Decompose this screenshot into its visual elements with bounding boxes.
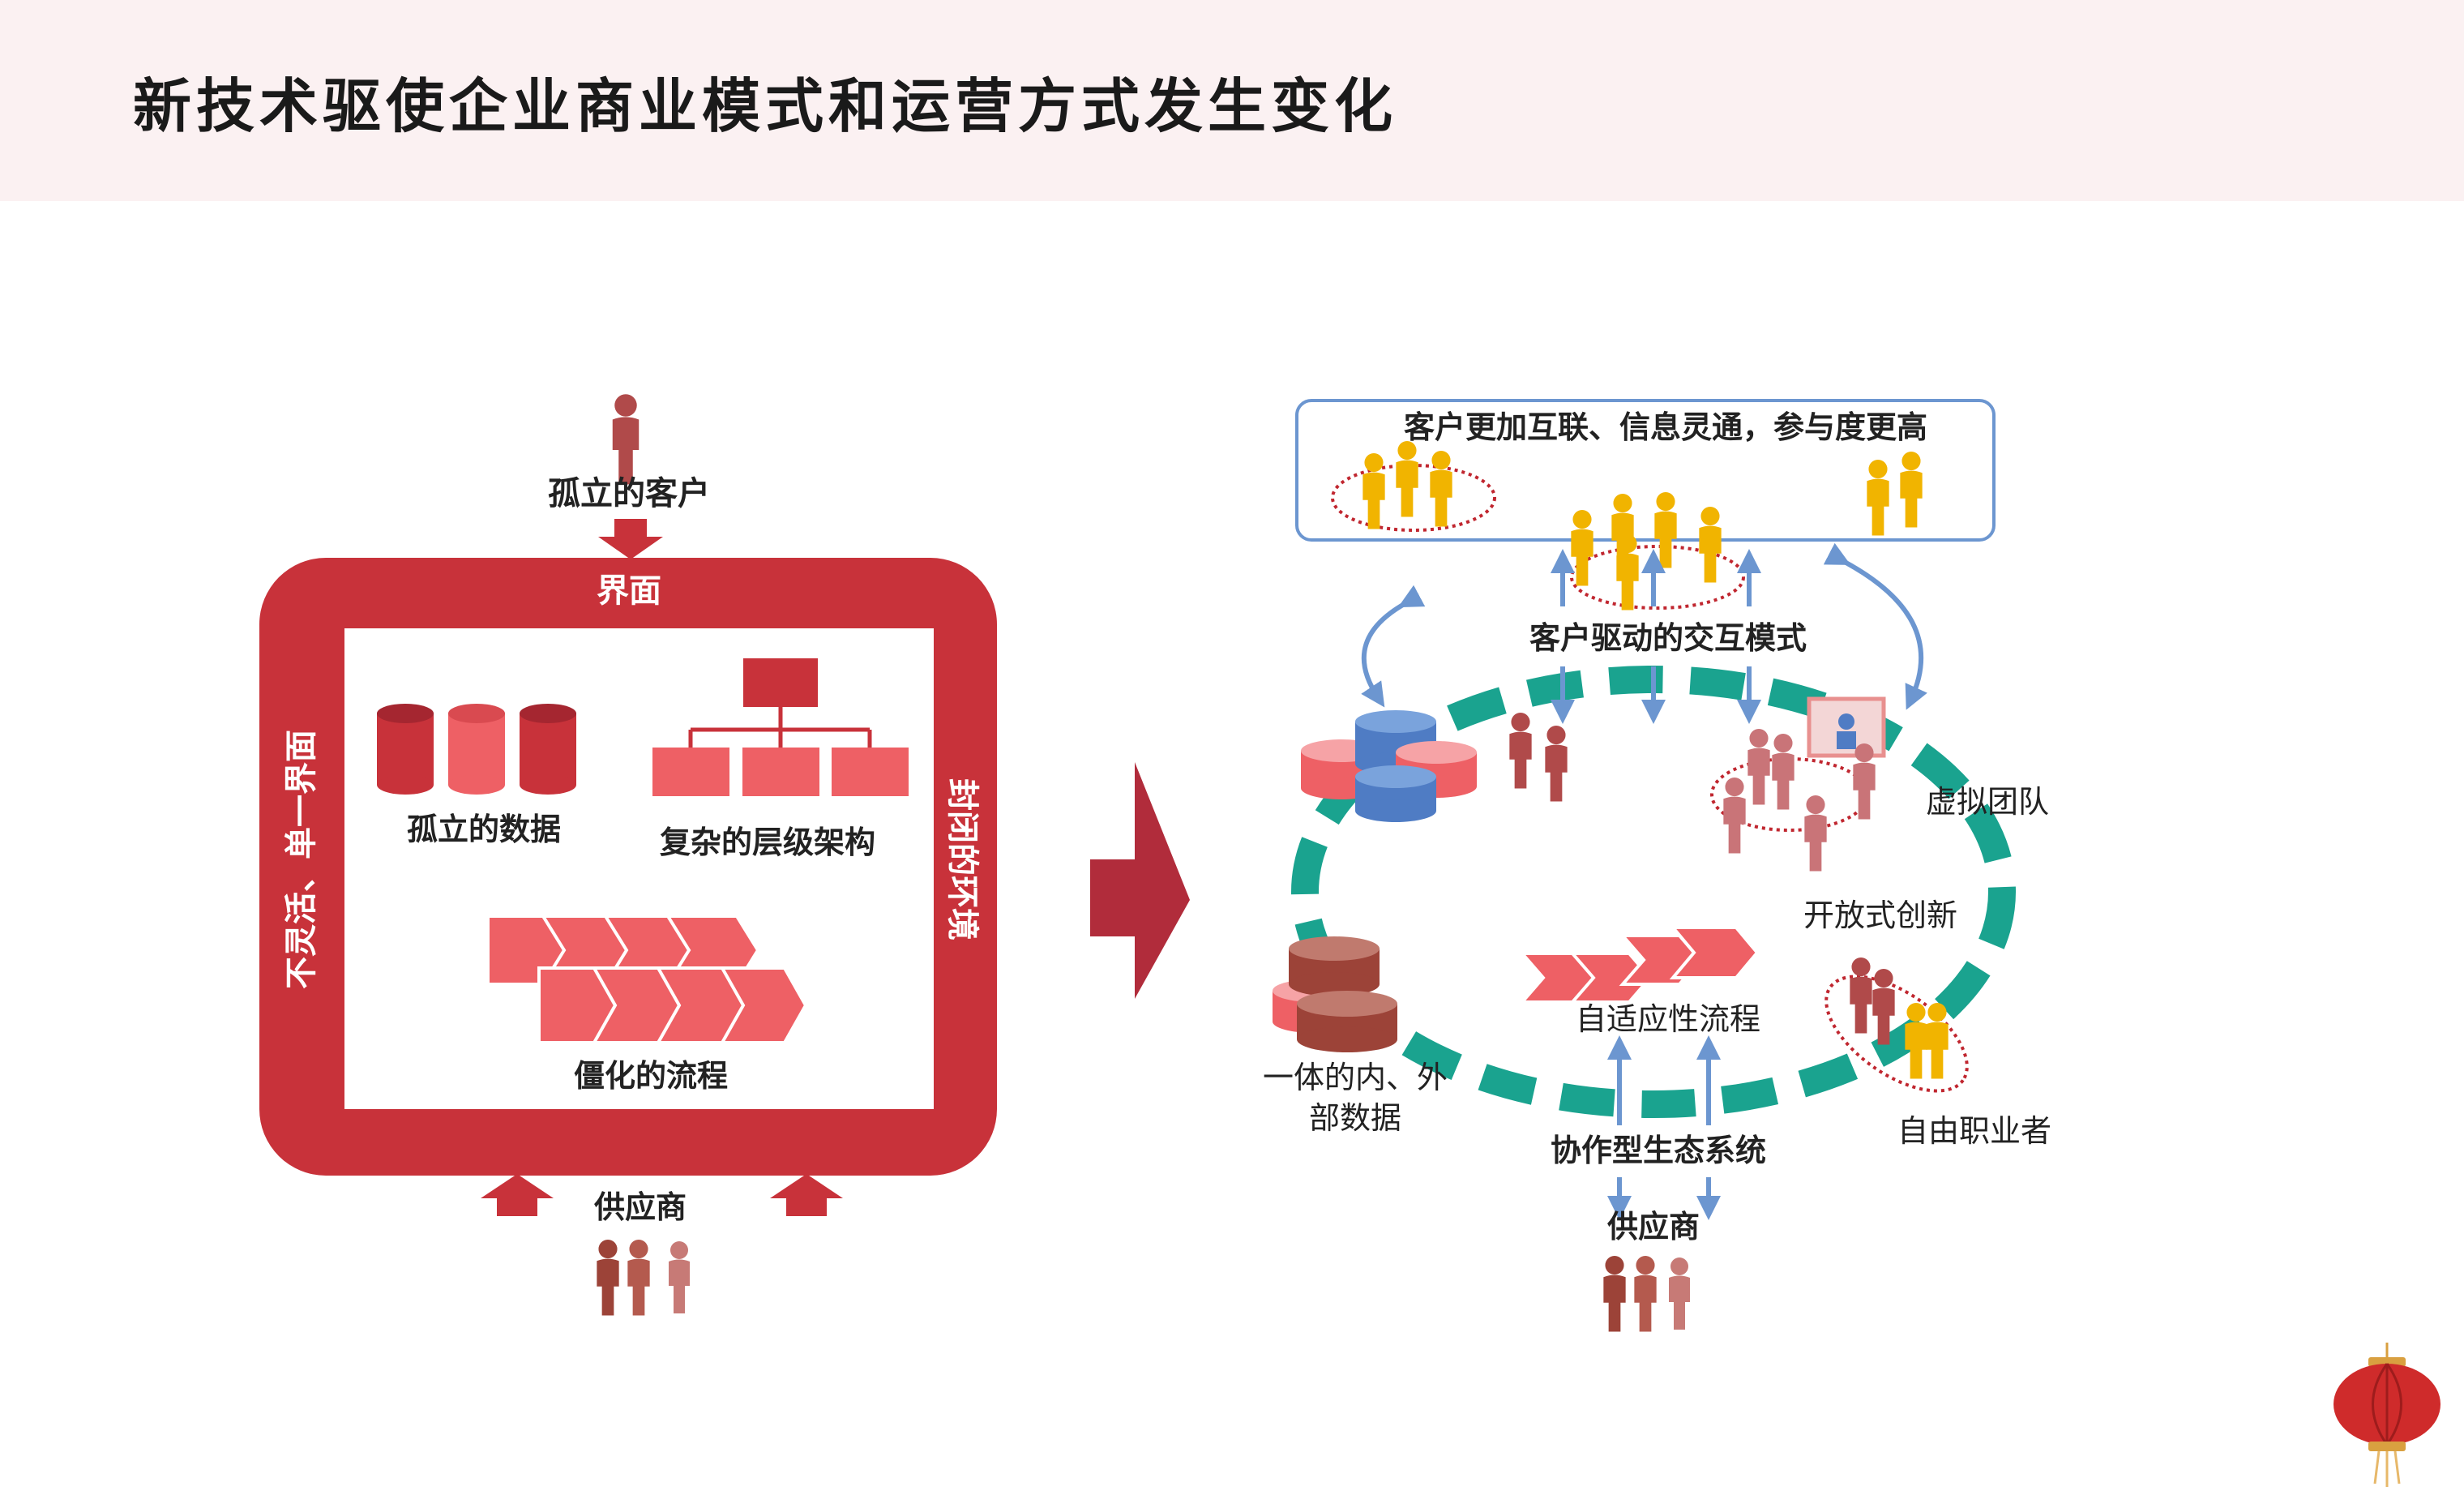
connected-customers-box xyxy=(1295,399,1996,542)
up-arrow-left xyxy=(481,1174,554,1216)
integrated-data-label-line1: 一体的内、外 xyxy=(1263,1060,1448,1095)
up-arrow-right xyxy=(770,1174,843,1216)
rigid-process-label: 僵化的流程 xyxy=(574,1058,728,1094)
open-innovation-label: 开放式创新 xyxy=(1803,898,1957,933)
isolated-customer-label: 孤立的客户 xyxy=(548,475,710,512)
integrated-data-top-icon xyxy=(1301,710,1477,822)
inflexible-interface-label: 不灵活、单一界面 xyxy=(283,730,320,989)
isolated-customer-icon xyxy=(612,394,640,485)
supplier-people-right-icon xyxy=(1603,1256,1690,1332)
interface-frame xyxy=(259,558,997,1176)
closed-environment-label: 封闭的环境 xyxy=(943,778,981,940)
left-old-model: 孤立的客户 界面 不灵活、单一界面 封闭的环境 孤立的数据 复杂的层级架构 xyxy=(259,394,997,1316)
down-arrow xyxy=(598,519,663,559)
screen-icon xyxy=(1807,696,1886,758)
lantern-icon xyxy=(2334,1343,2440,1487)
hierarchy-icon xyxy=(652,658,909,796)
isolated-data-icon xyxy=(377,704,576,795)
supplier-label-left: 供应商 xyxy=(594,1189,687,1225)
isolated-data-label: 孤立的数据 xyxy=(407,812,561,847)
hierarchy-label: 复杂的层级架构 xyxy=(660,825,875,860)
interaction-arrows xyxy=(1361,542,1927,1220)
integrated-data-bottom-icon xyxy=(1273,936,1397,1052)
supplier-people-icon xyxy=(597,1240,690,1316)
connected-customers-label: 客户更加互联、信息灵通，参与度更高 xyxy=(1404,409,1927,445)
customer-group-left-icon xyxy=(1362,441,1452,529)
interface-label: 界面 xyxy=(597,572,661,610)
right-new-model: 客户更加互联、信息灵通，参与度更高 客户驱动的交互模式 xyxy=(1263,399,2051,1332)
page-title: 新技术驱使企业商业模式和运营方式发生变化 xyxy=(133,72,1398,140)
freelancer-label: 自由职业者 xyxy=(1897,1113,2051,1149)
integrated-data-label-line2: 部数据 xyxy=(1309,1100,1401,1136)
adaptive-process-label: 自适应性流程 xyxy=(1576,1001,1760,1037)
transition-arrow xyxy=(1090,762,1190,999)
header-band xyxy=(0,0,2464,201)
interaction-model-label: 客户驱动的交互模式 xyxy=(1529,620,1807,656)
rigid-process-icon xyxy=(486,915,808,1044)
virtual-team-label: 虚拟团队 xyxy=(1926,784,2049,820)
ecosystem-label: 协作型生态系统 xyxy=(1551,1133,1766,1168)
supplier-label-right: 供应商 xyxy=(1607,1209,1700,1245)
people-icon xyxy=(1509,713,1568,802)
adaptive-process-icon xyxy=(1518,926,1760,1004)
